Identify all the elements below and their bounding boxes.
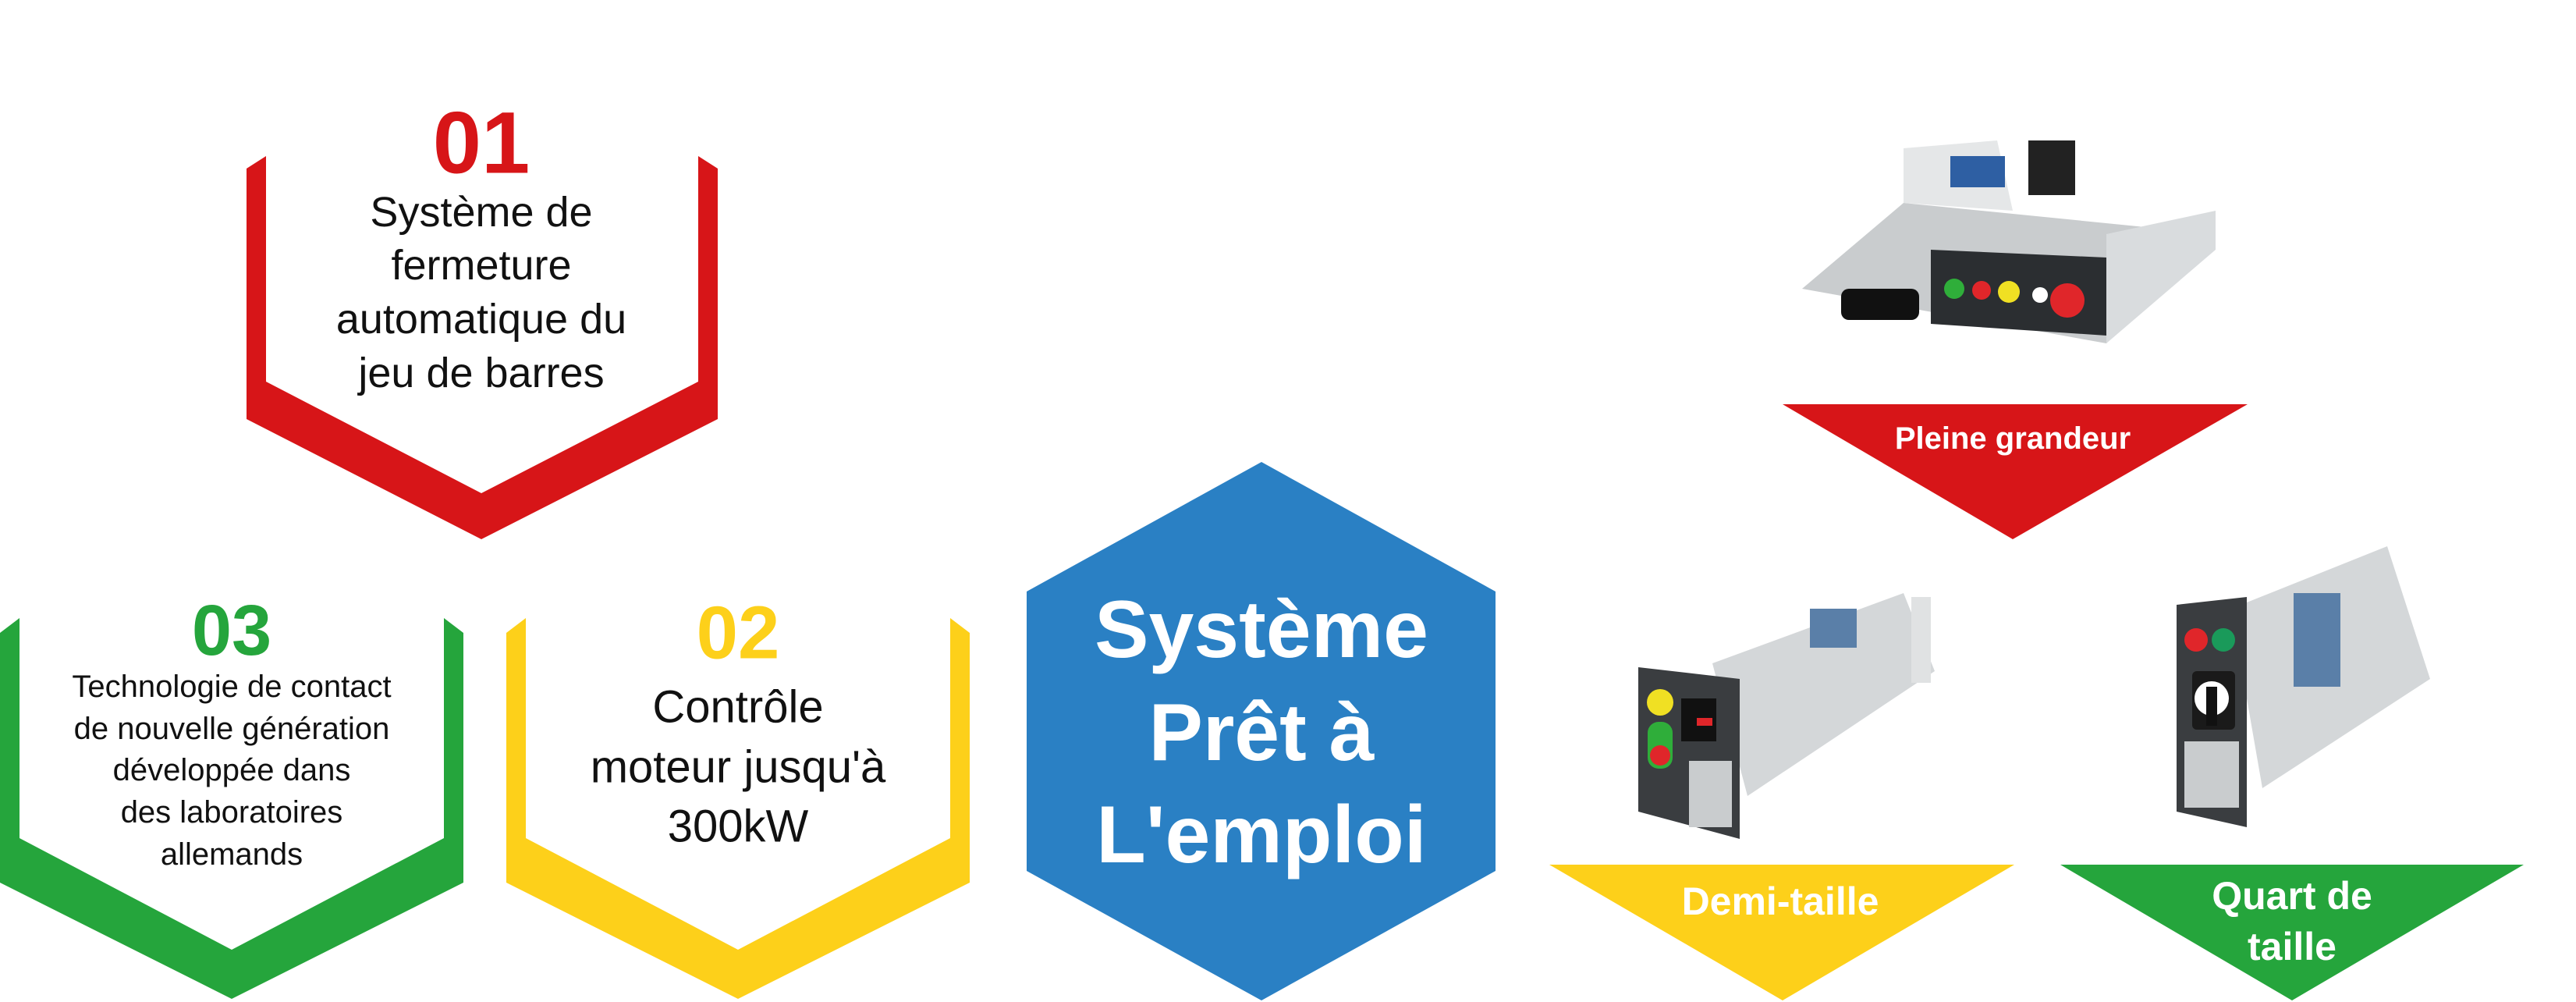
size-label: Quart de <box>2212 874 2372 918</box>
feature-text-line: de nouvelle génération <box>74 712 390 746</box>
feature-text-line: des laboratoires <box>121 795 343 830</box>
feature-text-line: fermeture <box>391 242 571 289</box>
feature-number: 01 <box>433 94 530 192</box>
feature-text-line: 300kW <box>668 801 809 852</box>
feature-text-line: Contrôle <box>652 682 823 733</box>
blue-hexagon <box>1027 462 1496 1000</box>
quarter-size-device-image <box>2177 546 2430 827</box>
center-title-line: Prêt à <box>1148 688 1375 778</box>
yellow-chevron <box>506 618 970 999</box>
feature-text-line: Système de <box>370 189 592 236</box>
size-full: Pleine grandeur <box>1783 404 2248 539</box>
size-quarter: Quart de taille <box>2060 865 2524 1000</box>
size-label: Demi-taille <box>1682 879 1879 923</box>
green-chevron <box>0 618 463 999</box>
center-title-line: Système <box>1095 584 1428 675</box>
yellow-triangle <box>1549 865 2014 1000</box>
feature-01: 01 Système de fermeture automatique du j… <box>247 94 718 539</box>
feature-number: 02 <box>697 592 780 675</box>
feature-03: 03 Technologie de contact de nouvelle gé… <box>0 591 463 999</box>
feature-02: 02 Contrôle moteur jusqu'à 300kW <box>506 592 970 999</box>
feature-text-line: jeu de barres <box>357 350 604 396</box>
feature-number: 03 <box>192 591 271 670</box>
size-label: Pleine grandeur <box>1895 421 2131 456</box>
center-hexagon: Système Prêt à L'emploi <box>1027 462 1496 1000</box>
half-size-device-image <box>1638 593 1935 839</box>
red-chevron <box>247 156 718 539</box>
feature-text-line: développée dans <box>113 753 351 787</box>
full-size-device-image <box>1802 140 2216 343</box>
red-triangle <box>1783 404 2248 539</box>
green-triangle <box>2060 865 2524 1000</box>
size-label: taille <box>2248 925 2336 968</box>
feature-text-line: moteur jusqu'à <box>591 742 886 793</box>
center-title-line: L'emploi <box>1096 790 1426 880</box>
size-half: Demi-taille <box>1549 865 2014 1000</box>
feature-text-line: automatique du <box>336 296 626 343</box>
feature-text-line: Technologie de contact <box>72 670 391 704</box>
feature-text-line: allemands <box>161 837 303 872</box>
